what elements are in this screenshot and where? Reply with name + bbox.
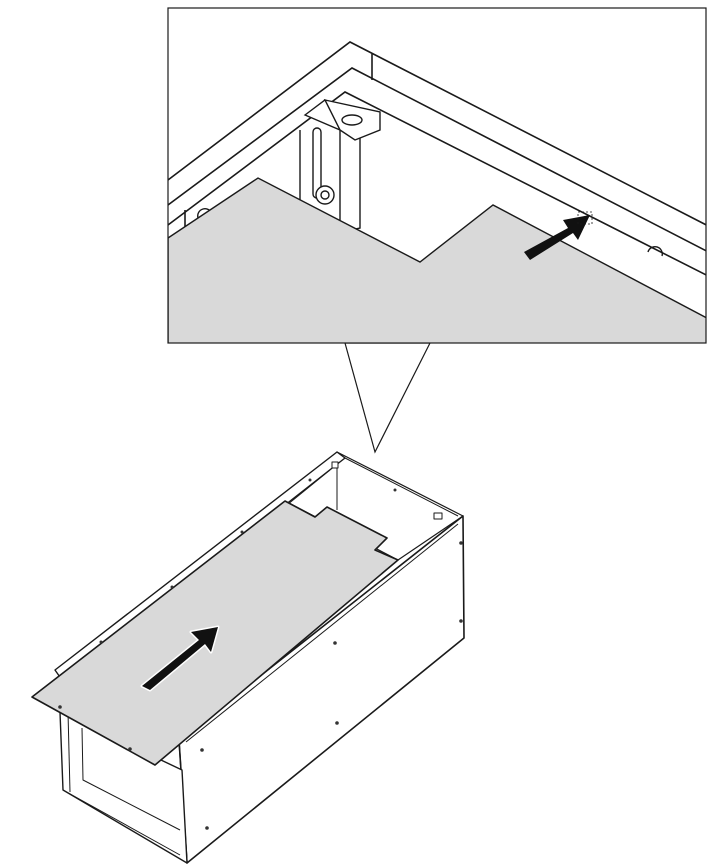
hook-right bbox=[647, 246, 663, 257]
callout-pointer bbox=[344, 342, 431, 454]
cover-panel-detail bbox=[168, 177, 706, 343]
cabinet bbox=[31, 451, 465, 864]
frame-rails bbox=[168, 41, 706, 276]
detail-inset bbox=[168, 8, 706, 343]
arrow-up-right-icon bbox=[140, 625, 220, 692]
bracket bbox=[299, 99, 381, 233]
arrow-up-right-icon bbox=[524, 211, 593, 260]
screw-holes bbox=[58, 478, 463, 830]
